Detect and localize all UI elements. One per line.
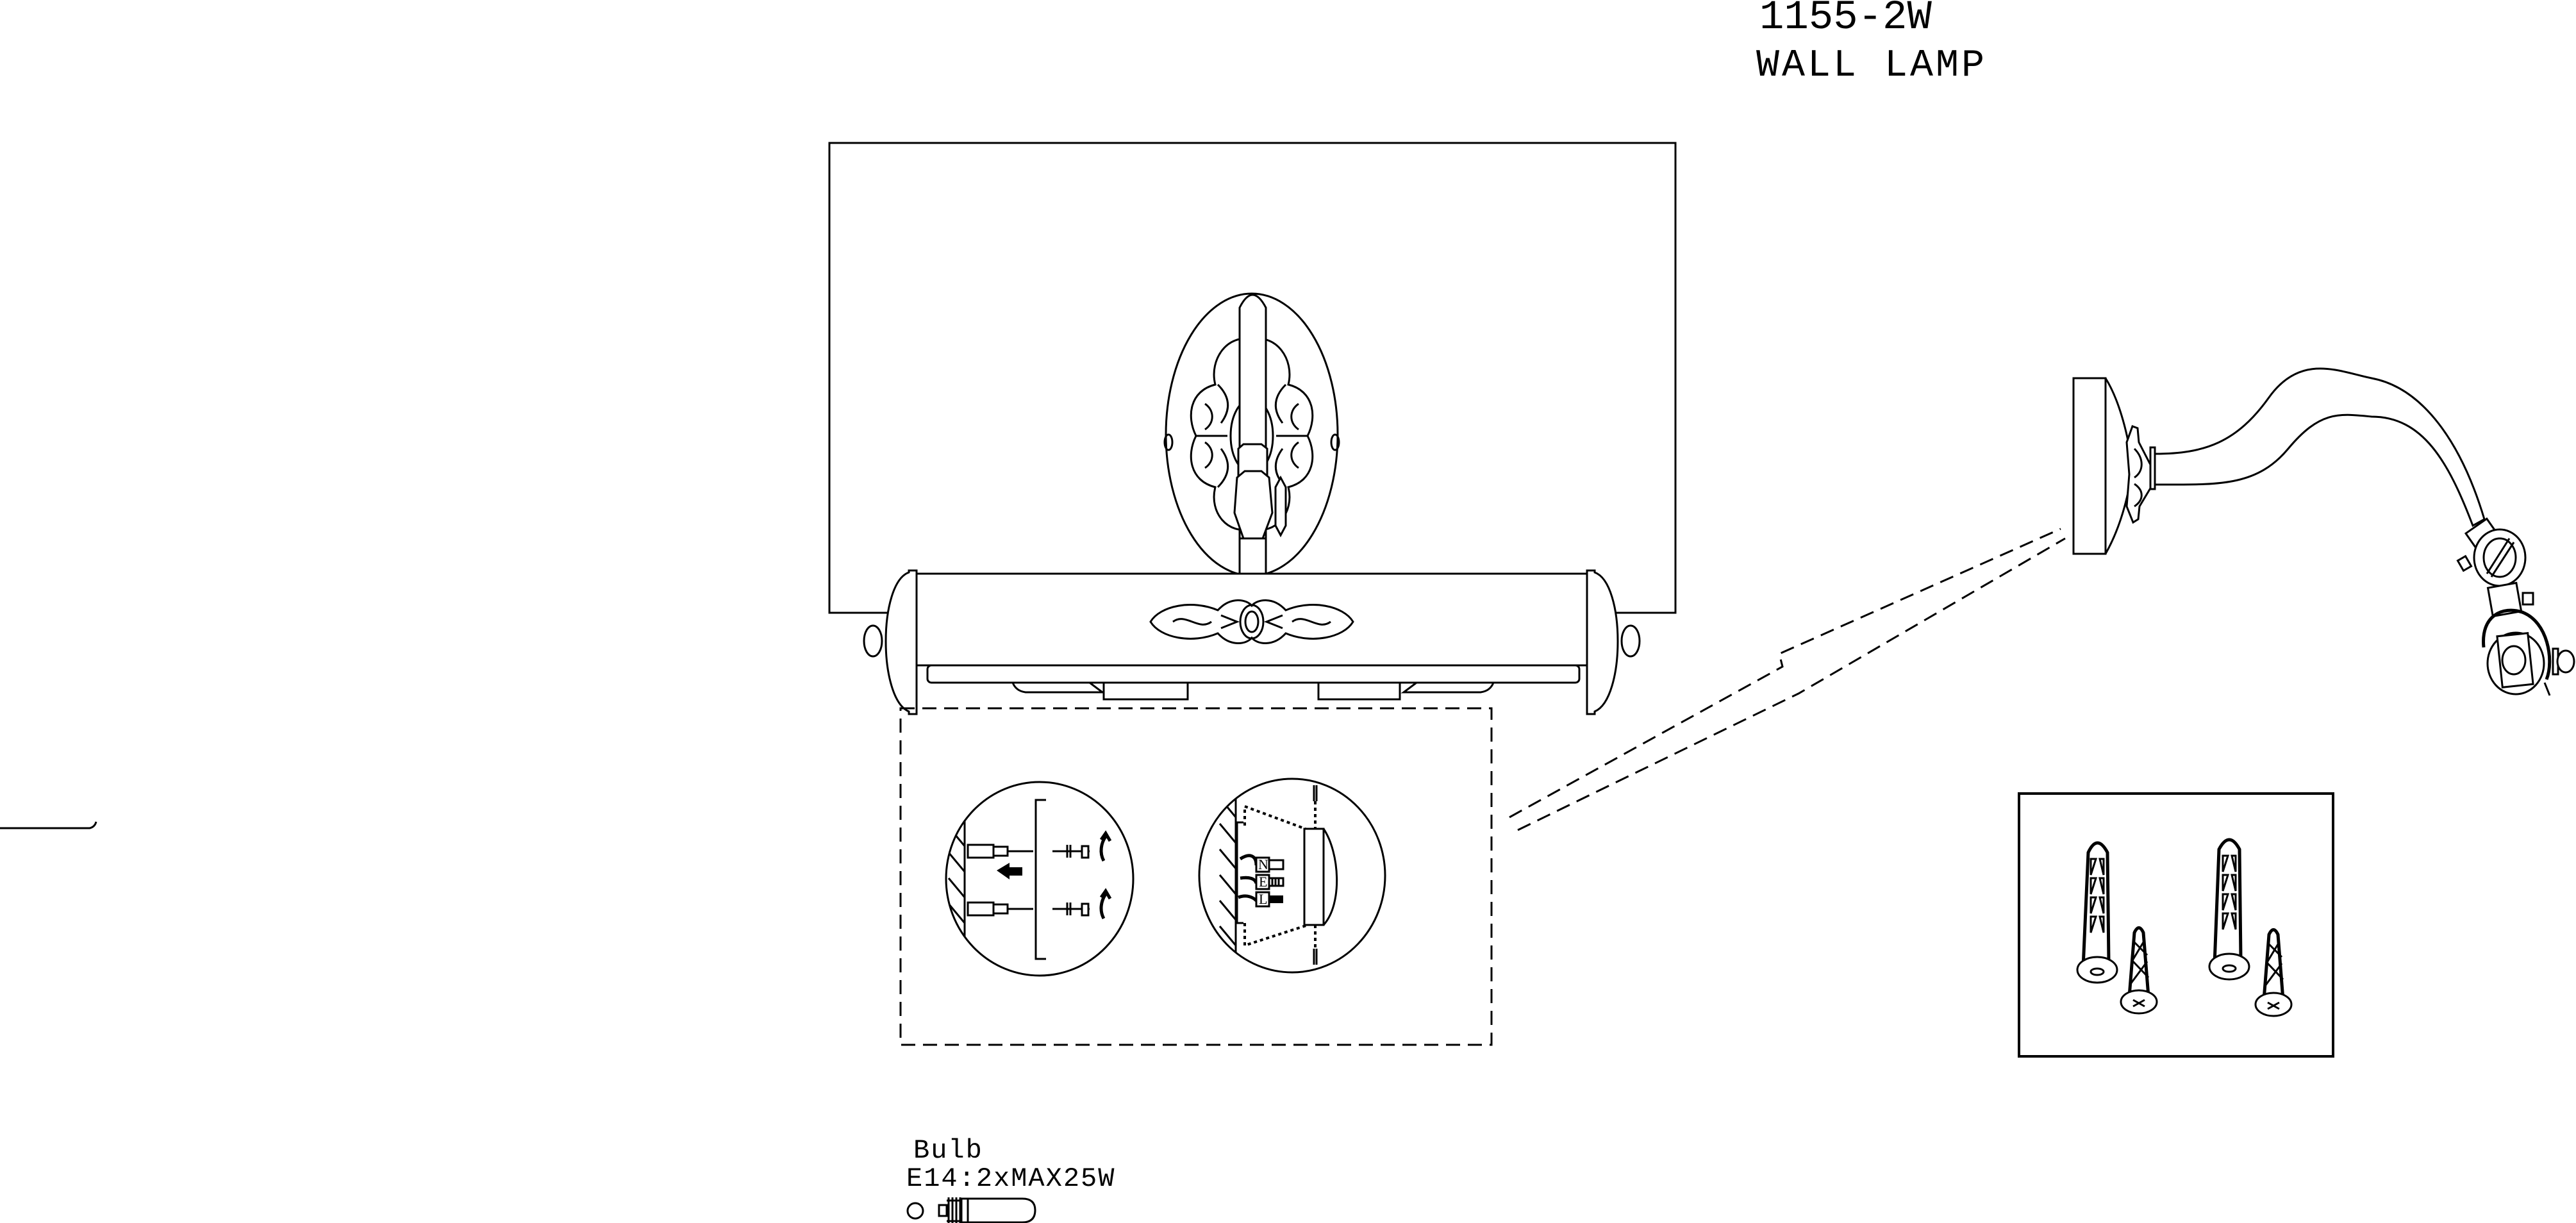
terminal-n-label: N bbox=[1258, 856, 1268, 872]
hardware-kit-frame bbox=[2018, 792, 2334, 1058]
lamp-bar bbox=[863, 569, 1641, 715]
arm-front bbox=[1233, 294, 1287, 575]
wiring-step: N E L bbox=[1198, 778, 1386, 974]
model-number: 1155-2W bbox=[1759, 0, 1932, 41]
shade-side bbox=[2482, 608, 2552, 680]
bulb-icon bbox=[938, 1197, 1036, 1223]
bulb-front-icon bbox=[906, 1202, 924, 1220]
bulb-value: E14:2xMAX25W bbox=[906, 1163, 1115, 1194]
lamp-socket bbox=[1317, 681, 1401, 701]
curved-arm bbox=[2154, 367, 2486, 528]
end-knob bbox=[1620, 624, 1641, 658]
terminal-l-label: L bbox=[1259, 891, 1267, 907]
side-view bbox=[2072, 367, 2575, 696]
mounting-bracket-step bbox=[945, 781, 1134, 977]
lamp-socket bbox=[1102, 681, 1189, 701]
rotate-arrow-icon bbox=[1099, 888, 1112, 920]
end-knob bbox=[863, 624, 883, 658]
bulb-spec: Bulb E14:2xMAX25W bbox=[906, 1135, 1115, 1223]
terminal-e-label: E bbox=[1259, 874, 1267, 890]
shade-knob bbox=[2556, 649, 2575, 674]
product-type: WALL LAMP bbox=[1756, 44, 1987, 88]
front-view bbox=[828, 142, 1677, 715]
bulb-label: Bulb bbox=[913, 1135, 983, 1166]
bar-ornament bbox=[1149, 599, 1354, 644]
detail-leader-lines bbox=[1509, 528, 2066, 831]
installation-detail-frame bbox=[899, 707, 1493, 1046]
wall-anchor bbox=[2208, 838, 2250, 981]
installation-detail: N E L bbox=[899, 707, 1493, 1046]
hardware-kit bbox=[2018, 792, 2334, 1058]
wall-anchor bbox=[2076, 841, 2118, 984]
rotate-arrow-icon bbox=[1099, 830, 1112, 862]
screw bbox=[2254, 928, 2293, 1017]
screw bbox=[2120, 926, 2158, 1015]
arrow-left-icon bbox=[997, 863, 1022, 879]
edge-fragment-line bbox=[0, 821, 97, 829]
wall-plate-side bbox=[2072, 377, 2107, 555]
